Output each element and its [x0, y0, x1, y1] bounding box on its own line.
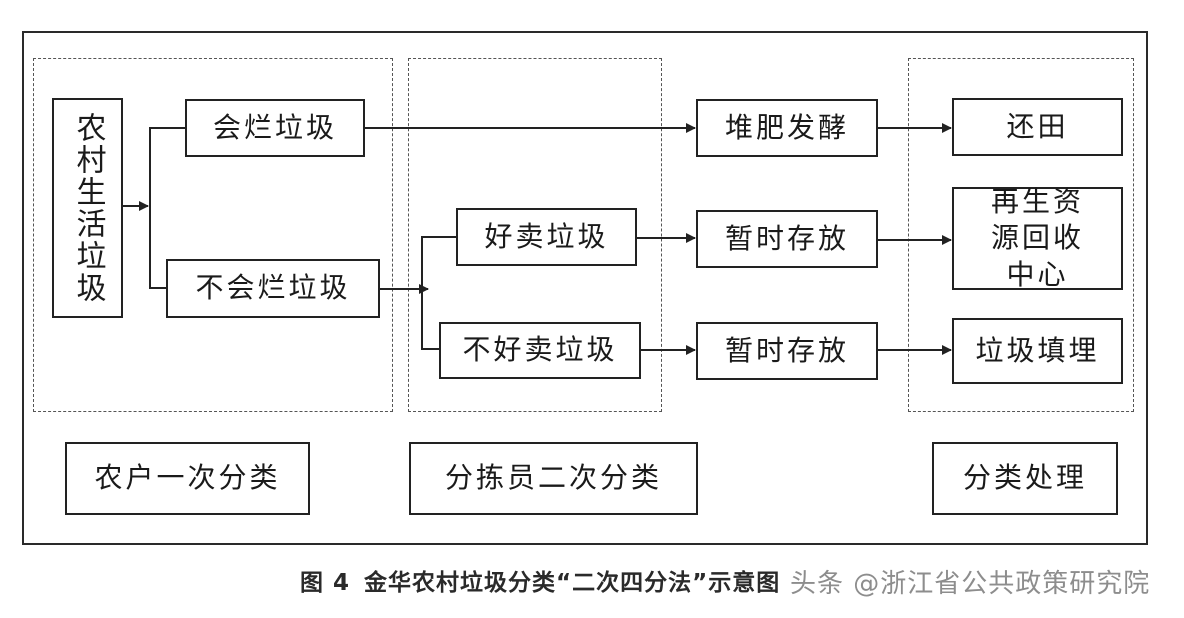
stage-treatment-label: 分类处理 [932, 442, 1118, 515]
diagram-frame [22, 31, 1148, 545]
recycling-center-box: 再生资源回收中心 [952, 185, 1123, 291]
branch-rot-line [149, 127, 186, 206]
stage-household-label: 农户一次分类 [65, 442, 310, 515]
return-to-field-box: 还田 [952, 98, 1123, 156]
branch-nonrot-line [149, 206, 167, 289]
landfill-box: 垃圾填埋 [952, 318, 1123, 384]
household-zone [33, 58, 393, 412]
branch-sellable-line [421, 236, 457, 289]
sorter-zone [408, 58, 662, 412]
temp-storage-box-1: 暂时存放 [696, 210, 878, 268]
temp-storage-box-2: 暂时存放 [696, 322, 878, 380]
figure-title: 金华农村垃圾分类“二次四分法”示意图 [364, 570, 781, 596]
compost-box: 堆肥发酵 [696, 99, 878, 157]
source-box: 农村生活垃圾 [52, 98, 123, 318]
figure-caption: 图 4 金华农村垃圾分类“二次四分法”示意图 [300, 563, 780, 597]
rot-waste-box: 会烂垃圾 [185, 99, 365, 157]
unsellable-waste-box: 不好卖垃圾 [439, 322, 641, 379]
stage-sorter-label: 分拣员二次分类 [409, 442, 698, 515]
watermark: 头条 @浙江省公共政策研究院 [790, 569, 1151, 599]
branch-unsellable-line [421, 289, 440, 350]
nonrot-waste-box: 不会烂垃圾 [166, 259, 380, 318]
figure-number: 图 4 [300, 570, 351, 596]
sellable-waste-box: 好卖垃圾 [456, 208, 637, 266]
treatment-zone [908, 58, 1134, 412]
